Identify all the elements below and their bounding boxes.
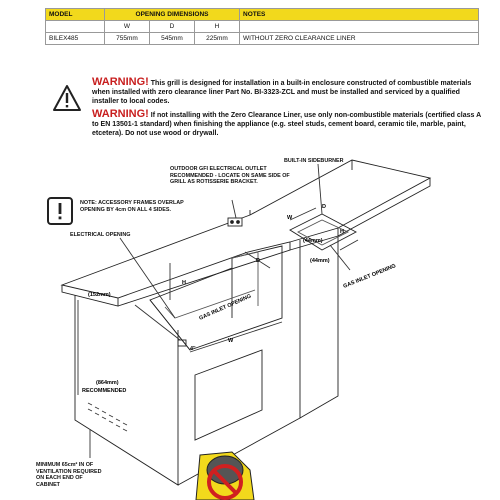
dim-recommended: RECOMMENDED xyxy=(82,388,126,394)
dim-44b: (44mm) xyxy=(310,258,330,264)
warning-text-1: This grill is designed for installation … xyxy=(92,80,472,106)
cabinet-right-front xyxy=(299,236,339,419)
cell-model: BILEX485 xyxy=(45,32,105,45)
dim-w-side: W xyxy=(287,215,293,221)
warning-triangle-icon xyxy=(53,85,81,111)
sideburner-callout: BUILT-IN SIDEBURNER xyxy=(284,158,344,164)
note-callout: NOTE: ACCESSORY FRAMES OVERLAP OPENING B… xyxy=(80,200,184,213)
countertop-edge-mid xyxy=(289,235,339,251)
cell-d: 545mm xyxy=(149,32,195,45)
gfi-callout: OUTDOOR GFI ELECTRICAL OUTLET RECOMMENDE… xyxy=(170,166,290,186)
dimensions-table: MODEL OPENING DIMENSIONS NOTES W D H BIL… xyxy=(45,8,479,45)
cell-notes: WITHOUT ZERO CLEARANCE LINER xyxy=(239,32,479,45)
warning-paragraph-2: WARNING! If not installing with the Zero… xyxy=(92,108,487,139)
col-model: MODEL xyxy=(45,8,105,21)
dim-h-side: H xyxy=(340,229,344,235)
sideburner-opening xyxy=(289,213,357,251)
w-dim-line xyxy=(189,321,283,353)
gas-inlet-main-label: GAS INLET OPENING xyxy=(198,293,252,321)
dim-4-inch: 4" xyxy=(190,346,196,352)
caution-box-icon xyxy=(47,197,73,225)
electrical-callout: ELECTRICAL OPENING xyxy=(70,232,131,238)
dim-w-main: W xyxy=(228,338,234,344)
prohibition-symbol xyxy=(195,451,255,500)
warning-label-1: WARNING! xyxy=(92,76,149,88)
warning-paragraph-1: WARNING! This grill is designed for inst… xyxy=(92,76,487,107)
col-opening: OPENING DIMENSIONS xyxy=(104,8,240,21)
gas-inlet-side-label: GAS INLET OPENING xyxy=(343,263,397,290)
access-door-opening xyxy=(194,349,263,441)
dim-152: (152mm) xyxy=(88,292,111,298)
warning-label-2: WARNING! xyxy=(92,108,149,120)
dim-864: (864mm) xyxy=(96,380,119,386)
countertop-edge-front xyxy=(117,242,291,307)
dim-d-side: D xyxy=(322,204,326,210)
warning-text-2: If not installing with the Zero Clearanc… xyxy=(92,112,481,138)
cabinet-left-side xyxy=(74,295,179,486)
countertop-edge-left xyxy=(61,285,119,307)
electrical-opening-box xyxy=(177,339,187,347)
dim-h-main: H xyxy=(182,280,186,286)
ventilation-slots xyxy=(87,402,128,432)
gfi-outlet xyxy=(227,217,243,227)
ventilation-callout: MINIMUM 65cm² IN OF VENTILATION REQUIRED… xyxy=(36,462,102,488)
cell-h: 225mm xyxy=(194,32,240,45)
d-dim-line xyxy=(244,251,271,269)
countertop-edge-right xyxy=(337,178,431,237)
dim-44a: (44mm) xyxy=(303,238,323,244)
dim-d-main: D xyxy=(256,258,260,264)
